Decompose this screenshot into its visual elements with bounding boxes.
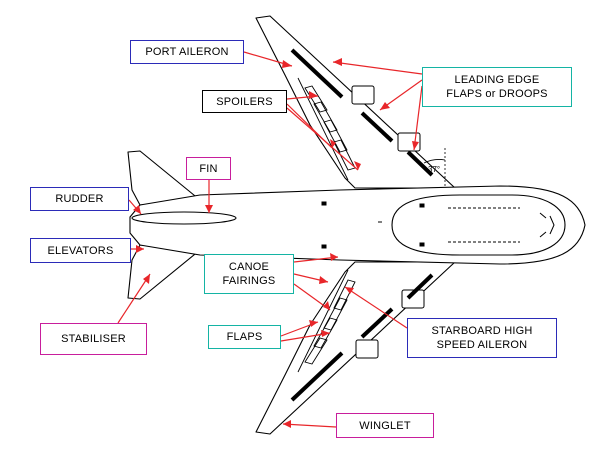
label-stabiliser: STABILISER <box>40 323 147 355</box>
label-port-aileron: PORT AILERON <box>130 40 244 64</box>
control-surfaces <box>297 77 356 373</box>
label-elevators: ELEVATORS <box>30 238 131 263</box>
label-flaps: FLAPS <box>208 325 281 349</box>
label-leading-edge-flaps: LEADING EDGE FLAPS or DROOPS <box>422 67 572 107</box>
engine-stbd-outer <box>401 289 425 309</box>
label-winglet: WINGLET <box>336 413 434 438</box>
engine-port-inner <box>351 85 375 105</box>
fuselage-details <box>321 201 555 249</box>
upper-deck <box>391 194 566 256</box>
label-rudder: RUDDER <box>30 187 129 211</box>
sweep-angle-indicator <box>423 148 446 188</box>
label-canoe-fairings: CANOE FAIRINGS <box>204 254 294 294</box>
sweep-angle-label: 37° <box>428 165 440 174</box>
label-spoilers: SPOILERS <box>202 90 287 113</box>
leading-edge-flaps <box>290 48 434 402</box>
label-fin: FIN <box>186 157 231 180</box>
leader-arrowheads <box>133 58 419 428</box>
fin <box>131 211 237 225</box>
engine-stbd-inner <box>355 339 379 359</box>
label-starboard-aileron: STARBOARD HIGH SPEED AILERON <box>407 318 557 358</box>
